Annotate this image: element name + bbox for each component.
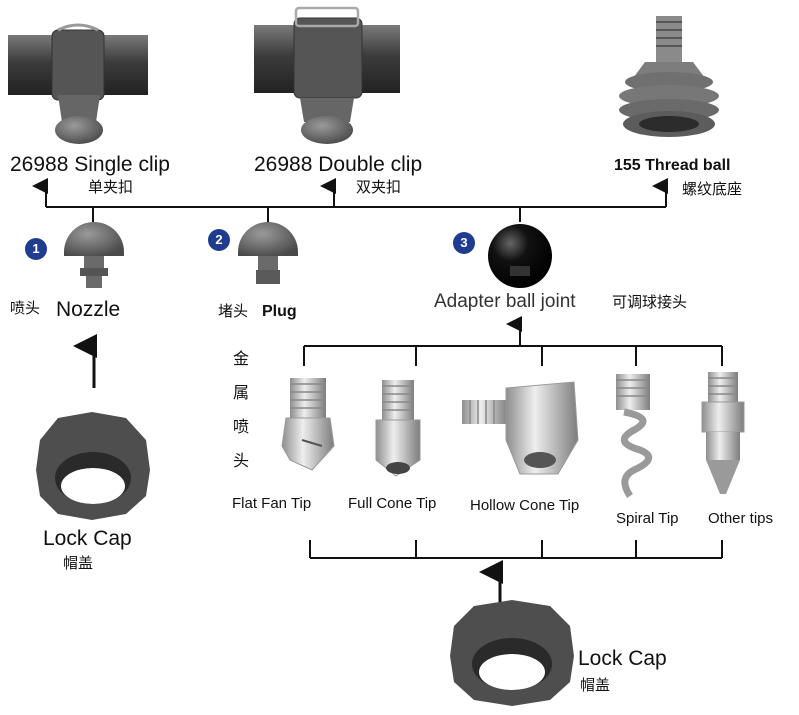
lock-cap-bottom-image	[450, 600, 574, 706]
badge-3: 3	[453, 232, 475, 254]
full-cone-tip-image	[375, 380, 421, 477]
thread-ball-image	[619, 16, 719, 137]
plug-cn-label: 堵头	[218, 302, 249, 320]
double-clip-label: 26988 Double clip	[254, 153, 423, 176]
other-tips-label: Other tips	[708, 510, 774, 527]
single-clip-cn-label: 单夹扣	[88, 178, 134, 196]
metal-tips-vertical-label: 金 属 喷 头	[231, 342, 251, 478]
spiral-tip-image	[616, 374, 653, 498]
top-connector-lines	[32, 178, 668, 222]
metal-char-4: 头	[232, 451, 249, 470]
other-tip-image	[701, 372, 745, 494]
lock-cap-left-cn-label: 帽盖	[63, 554, 94, 572]
hollow-cone-tip-label: Hollow Cone Tip	[470, 497, 580, 514]
plug-label: Plug	[262, 303, 297, 320]
double-clip-image	[254, 6, 400, 144]
lock-cap-left-image	[36, 412, 150, 520]
adapter-ball-label: Adapter ball joint	[434, 291, 576, 312]
nozzle-image	[64, 222, 124, 288]
metal-char-2: 属	[232, 383, 249, 402]
lock-cap-bottom-cn-label: 帽盖	[580, 676, 611, 694]
metal-char-3: 喷	[232, 417, 249, 436]
tips-bottom-connector-lines	[309, 540, 723, 559]
full-cone-tip-label: Full Cone Tip	[348, 495, 437, 512]
flat-fan-tip-label: Flat Fan Tip	[232, 495, 312, 512]
double-clip-cn-label: 双夹扣	[356, 178, 402, 196]
badge-2: 2	[208, 229, 230, 251]
single-clip-label: 26988 Single clip	[10, 153, 170, 176]
tips-top-connector-lines	[303, 316, 723, 366]
hollow-cone-tip-image	[462, 381, 579, 475]
lock-cap-bottom-label: Lock Cap	[578, 647, 667, 670]
spiral-tip-label: Spiral Tip	[616, 510, 679, 527]
nozzle-cn-label: 喷头	[10, 299, 41, 317]
thread-ball-cn-label: 螺纹底座	[682, 180, 743, 198]
flat-fan-tip-image	[281, 378, 335, 471]
lock-cap-left-label: Lock Cap	[43, 527, 132, 550]
plug-image	[238, 222, 298, 284]
metal-char-1: 金	[232, 349, 249, 368]
thread-ball-label: 155 Thread ball	[614, 157, 731, 174]
nozzle-label: Nozzle	[56, 298, 121, 321]
adapter-ball-image	[488, 224, 552, 288]
single-clip-image	[8, 23, 148, 144]
adapter-ball-cn-label: 可调球接头	[612, 293, 688, 311]
badge-1: 1	[25, 238, 47, 260]
